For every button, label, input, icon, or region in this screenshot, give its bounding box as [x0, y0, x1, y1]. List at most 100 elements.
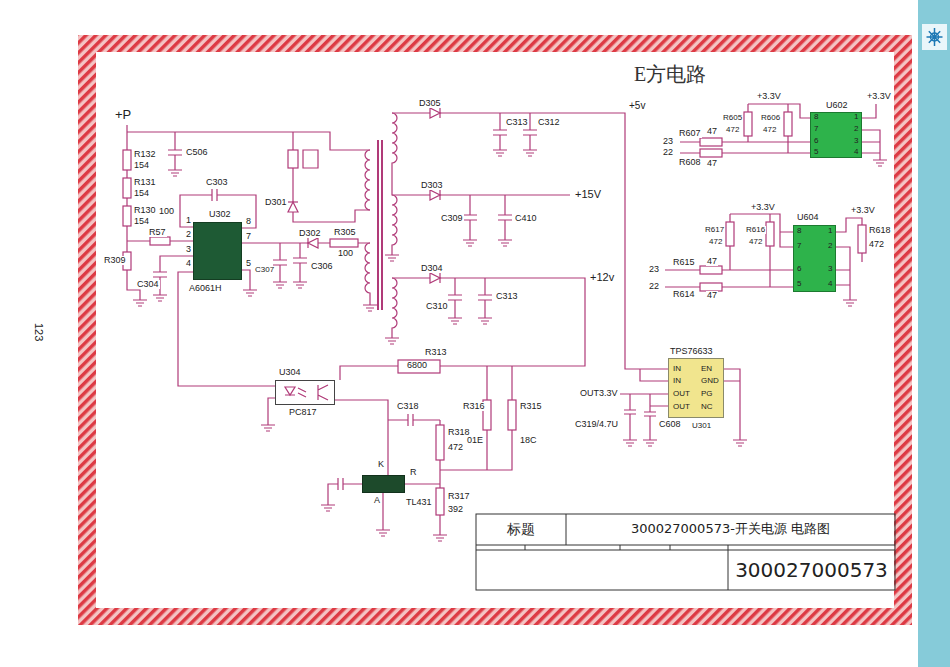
pin-number: 6: [796, 265, 802, 273]
ground-symbol: [448, 318, 462, 324]
component-label: 01E: [466, 436, 484, 445]
component-label: C313: [505, 118, 529, 127]
resistor-symbol: [744, 112, 752, 136]
ground-symbol: [363, 305, 377, 311]
component-label: 4: [185, 259, 192, 268]
pin-name: R: [409, 468, 418, 477]
component-label: R318: [447, 428, 471, 437]
optocoupler-symbol: [268, 385, 328, 425]
part-name: K: [377, 460, 385, 469]
component-label: D303: [420, 181, 444, 190]
pin-name: U301: [691, 422, 712, 430]
diode-bar: [307, 238, 308, 248]
snubber-wire: [293, 132, 370, 222]
title-block-grid: [476, 514, 895, 590]
ground-symbol: [623, 440, 637, 446]
pin-name: A: [373, 496, 381, 505]
component-label: 472: [868, 240, 885, 249]
component-label: +P: [114, 108, 132, 121]
pin-name: IN: [672, 365, 682, 373]
pin-number: 1: [853, 113, 859, 121]
pin-number: 2: [853, 125, 859, 133]
ground-symbol: [843, 300, 857, 306]
component-label: 8: [245, 217, 252, 226]
capacitor-symbol: [168, 132, 182, 170]
ground-symbol: [385, 255, 399, 261]
ground-symbol: [498, 240, 512, 246]
ground-symbol: [873, 160, 887, 166]
resistor-symbol: [330, 239, 358, 247]
component-label: R313: [424, 348, 448, 357]
component-label: 154: [133, 217, 150, 226]
regulator-chip: TPS76633ININOUTOUTENGNDPGNCU301: [668, 358, 724, 418]
capacitor-symbol: [388, 414, 440, 426]
pin-number: 4: [853, 148, 859, 156]
snowflake-icon: [927, 28, 943, 46]
capacitor-symbol: [493, 113, 537, 150]
component-label: C309: [440, 214, 464, 223]
component-label: C312: [537, 118, 561, 127]
component-label: C306: [310, 262, 334, 271]
ic-chip: U302A6061H: [193, 222, 242, 280]
part-name: U602: [825, 101, 849, 110]
cell-text: 300027000573-开关电源 电路图: [631, 522, 830, 536]
ground-symbol: [493, 150, 507, 156]
ground-symbol: [463, 240, 477, 246]
component-label: R618: [868, 226, 892, 235]
pin-number: 7: [796, 242, 802, 250]
tab-icon-ground: [922, 24, 947, 50]
component-label: R305: [333, 228, 357, 237]
resistor-symbol: [784, 112, 792, 136]
pin-wire: [242, 270, 250, 290]
pin-name: OUT: [672, 390, 691, 398]
component-label: C313: [495, 292, 519, 301]
diode-symbol: [430, 108, 440, 118]
component-label: 47: [706, 257, 718, 266]
component-label: 472: [725, 126, 740, 134]
component-label: +5v: [628, 101, 646, 111]
component-label: C608: [658, 420, 682, 429]
part-name: TPS76633: [669, 347, 714, 356]
component-label: R605: [722, 114, 743, 122]
resistor-symbol: [858, 225, 866, 253]
resistor-symbol: [150, 237, 170, 245]
pin-name: PC817: [288, 408, 318, 417]
pin-number: 5: [796, 280, 802, 288]
resistor-symbol: [123, 206, 131, 226]
optocoupler: U304PC817: [275, 380, 335, 405]
resistor-symbol: [700, 266, 722, 274]
resistor-symbol: [436, 425, 444, 460]
ground-symbol: [733, 440, 747, 446]
component-label: R614: [672, 290, 696, 299]
diagram-title: E方电路: [634, 64, 706, 84]
component-label: +15V: [574, 189, 602, 200]
shunt-regulator: KARTL431: [362, 475, 405, 493]
component-label: 154: [133, 189, 150, 198]
pin-number: 3: [827, 265, 833, 273]
component-label: R615: [672, 258, 696, 267]
feedback-wire: [405, 366, 512, 535]
component-label: 22: [648, 282, 660, 291]
component-label: C303: [205, 178, 229, 187]
pin-number: 1: [827, 227, 833, 235]
component-label: 472: [748, 238, 763, 246]
pin-name: IN: [672, 377, 682, 385]
pin-wire: [242, 242, 370, 243]
pin-number: 2: [827, 242, 833, 250]
component-label: C410: [514, 214, 538, 223]
signal-wire: [178, 272, 275, 386]
transformer-winding: [392, 113, 397, 255]
component-label: 472: [762, 126, 777, 134]
pin-name: A6061H: [188, 284, 223, 293]
pin-name: NC: [700, 403, 714, 411]
component-label: 22: [662, 148, 674, 157]
ground-symbol: [293, 282, 307, 288]
hatched-border: [78, 35, 912, 625]
diode-symbol: [430, 273, 440, 283]
resistor-symbol: [508, 400, 516, 430]
component-label: 472: [708, 238, 723, 246]
component-label: 6800: [406, 361, 428, 370]
diode-symbol: [308, 238, 318, 248]
rail-15v-wire: [392, 190, 570, 200]
